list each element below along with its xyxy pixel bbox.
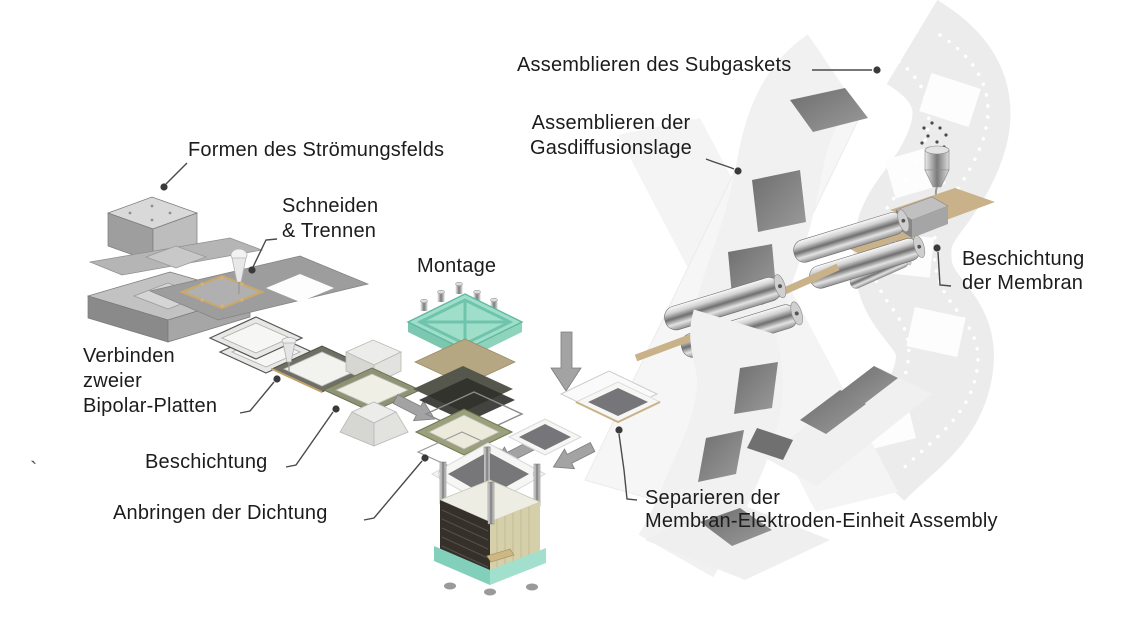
- leader-anbringen: [363, 460, 423, 521]
- process-arrow-down-icon: [550, 331, 582, 392]
- cut-sheet: [148, 255, 370, 321]
- fuel-cell-stack: [434, 446, 546, 596]
- contact-tab: [486, 548, 515, 563]
- gdl-patch: [790, 88, 868, 132]
- gdl-patch: [734, 362, 778, 414]
- leader-gasdiffusion: [705, 158, 735, 170]
- stray-tick-mark: `: [30, 457, 38, 482]
- stack-foot: [526, 583, 538, 591]
- gdl-patch: [800, 390, 866, 434]
- stack-foot: [444, 582, 456, 590]
- gdl-patch: [752, 170, 806, 232]
- stack-foot: [484, 588, 496, 596]
- label-line: Beschichtung: [962, 248, 1085, 270]
- label-assemblieren-gasdiffusionslage: Assemblieren der Gasdiffusionslage: [512, 111, 710, 161]
- coating-block-bottom: [339, 401, 409, 447]
- montage-stack: [406, 281, 524, 473]
- label-line: Membran-Elektroden-Einheit Assembly: [645, 510, 998, 532]
- mea-frame-separated: [559, 370, 662, 424]
- label-anbringen-dichtung: Anbringen der Dichtung: [113, 502, 328, 524]
- cutout-window: [266, 274, 334, 302]
- label-verbinden-bipolar-platten: Verbinden zweier Bipolar-Platten: [83, 344, 217, 419]
- separated-web-sheet: [765, 368, 932, 486]
- stack-base-right: [490, 548, 546, 585]
- membrane-film: [856, 233, 895, 258]
- label-schneiden-trennen: Schneiden & Trennen: [282, 194, 378, 244]
- label-line: Assemblieren der: [531, 112, 691, 134]
- leader-verbinden: [239, 381, 275, 414]
- gdl-web-lower: [638, 309, 932, 580]
- label-beschichtung-membran: Beschichtung der Membran: [962, 247, 1084, 295]
- dispenser-tool-icon: [281, 337, 297, 372]
- metal-sheet: [88, 237, 264, 276]
- leader-dots: [160, 66, 941, 462]
- leader-formen: [165, 162, 188, 185]
- label-line: der Membran: [962, 272, 1084, 294]
- mea-frame: [507, 418, 583, 456]
- gold-dots: [200, 276, 244, 308]
- label-assemblieren-subgasket: Assemblieren des Subgaskets: [517, 54, 792, 76]
- label-line: Bipolar-Platten: [83, 395, 218, 417]
- web-fold-edge: [747, 428, 793, 460]
- tie-rod-front: [487, 481, 495, 525]
- label-line: Separieren der: [645, 487, 781, 509]
- gdl-patch: [700, 508, 772, 546]
- leader-schneiden: [252, 238, 278, 268]
- stack-right-texture: [496, 507, 530, 572]
- leader-lines: [165, 69, 952, 521]
- gdl-patch: [698, 430, 744, 482]
- leader-separieren: [618, 433, 638, 501]
- stack-left-texture: [441, 509, 489, 568]
- spray-dots-icon: [920, 121, 948, 149]
- label-line: zweier: [83, 370, 142, 392]
- label-formen-stroemungsfeld: Formen des Strömungsfelds: [188, 139, 445, 161]
- label-separieren-mea: Separieren der Membran-Elektroden-Einhei…: [645, 487, 998, 533]
- label-montage: Montage: [417, 255, 497, 277]
- label-line: Gasdiffusionslage: [529, 137, 693, 159]
- stack-base-left: [434, 546, 490, 585]
- label-line: Schneiden: [282, 195, 379, 217]
- laser-tool-icon: [230, 248, 248, 294]
- label-line: & Trennen: [282, 220, 377, 242]
- label-beschichtung: Beschichtung: [145, 451, 268, 473]
- leader-beschichtung-membran: [937, 251, 952, 287]
- gdl-patch: [840, 366, 898, 404]
- leader-beschichtung: [285, 411, 334, 468]
- label-line: Verbinden: [83, 345, 175, 367]
- dark-plate: [419, 378, 515, 422]
